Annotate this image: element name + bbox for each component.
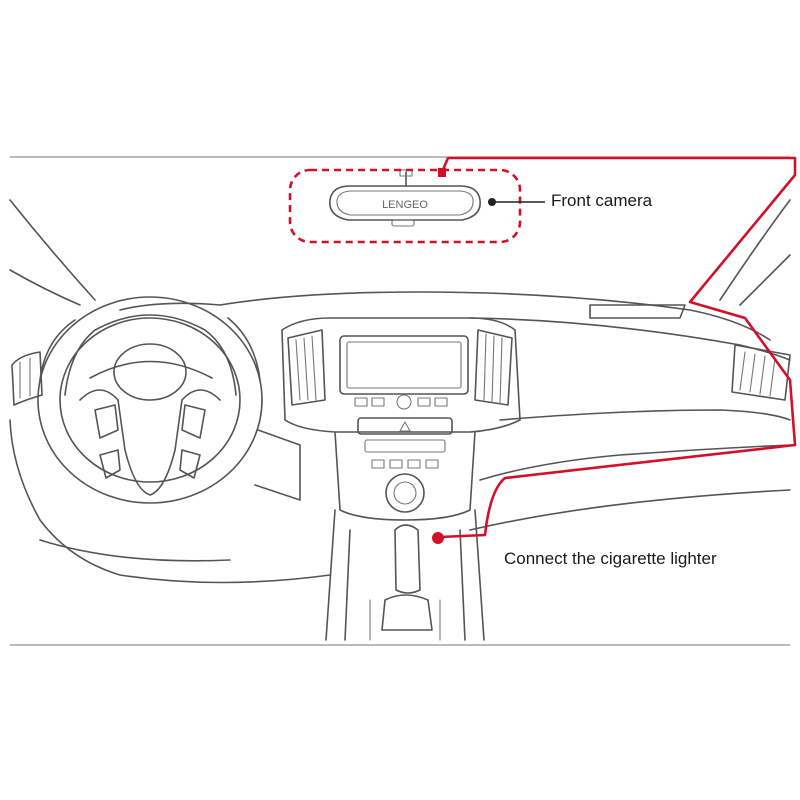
gear-shifter xyxy=(369,524,441,641)
label-leaders xyxy=(488,198,545,206)
camera-highlight-box xyxy=(288,168,522,244)
frame-lines xyxy=(9,156,791,646)
mirror-brand: LENGEO xyxy=(382,199,428,211)
power-cable xyxy=(432,156,797,544)
center-console xyxy=(281,317,521,641)
dashboard xyxy=(9,291,791,584)
cigarette-lighter-label: Connect the cigarette lighter xyxy=(504,549,717,568)
rearview-mirror xyxy=(329,169,481,227)
front-camera-label: Front camera xyxy=(551,191,653,210)
windshield xyxy=(9,199,791,306)
control-buttons xyxy=(354,394,453,469)
steering-wheel xyxy=(37,296,301,504)
